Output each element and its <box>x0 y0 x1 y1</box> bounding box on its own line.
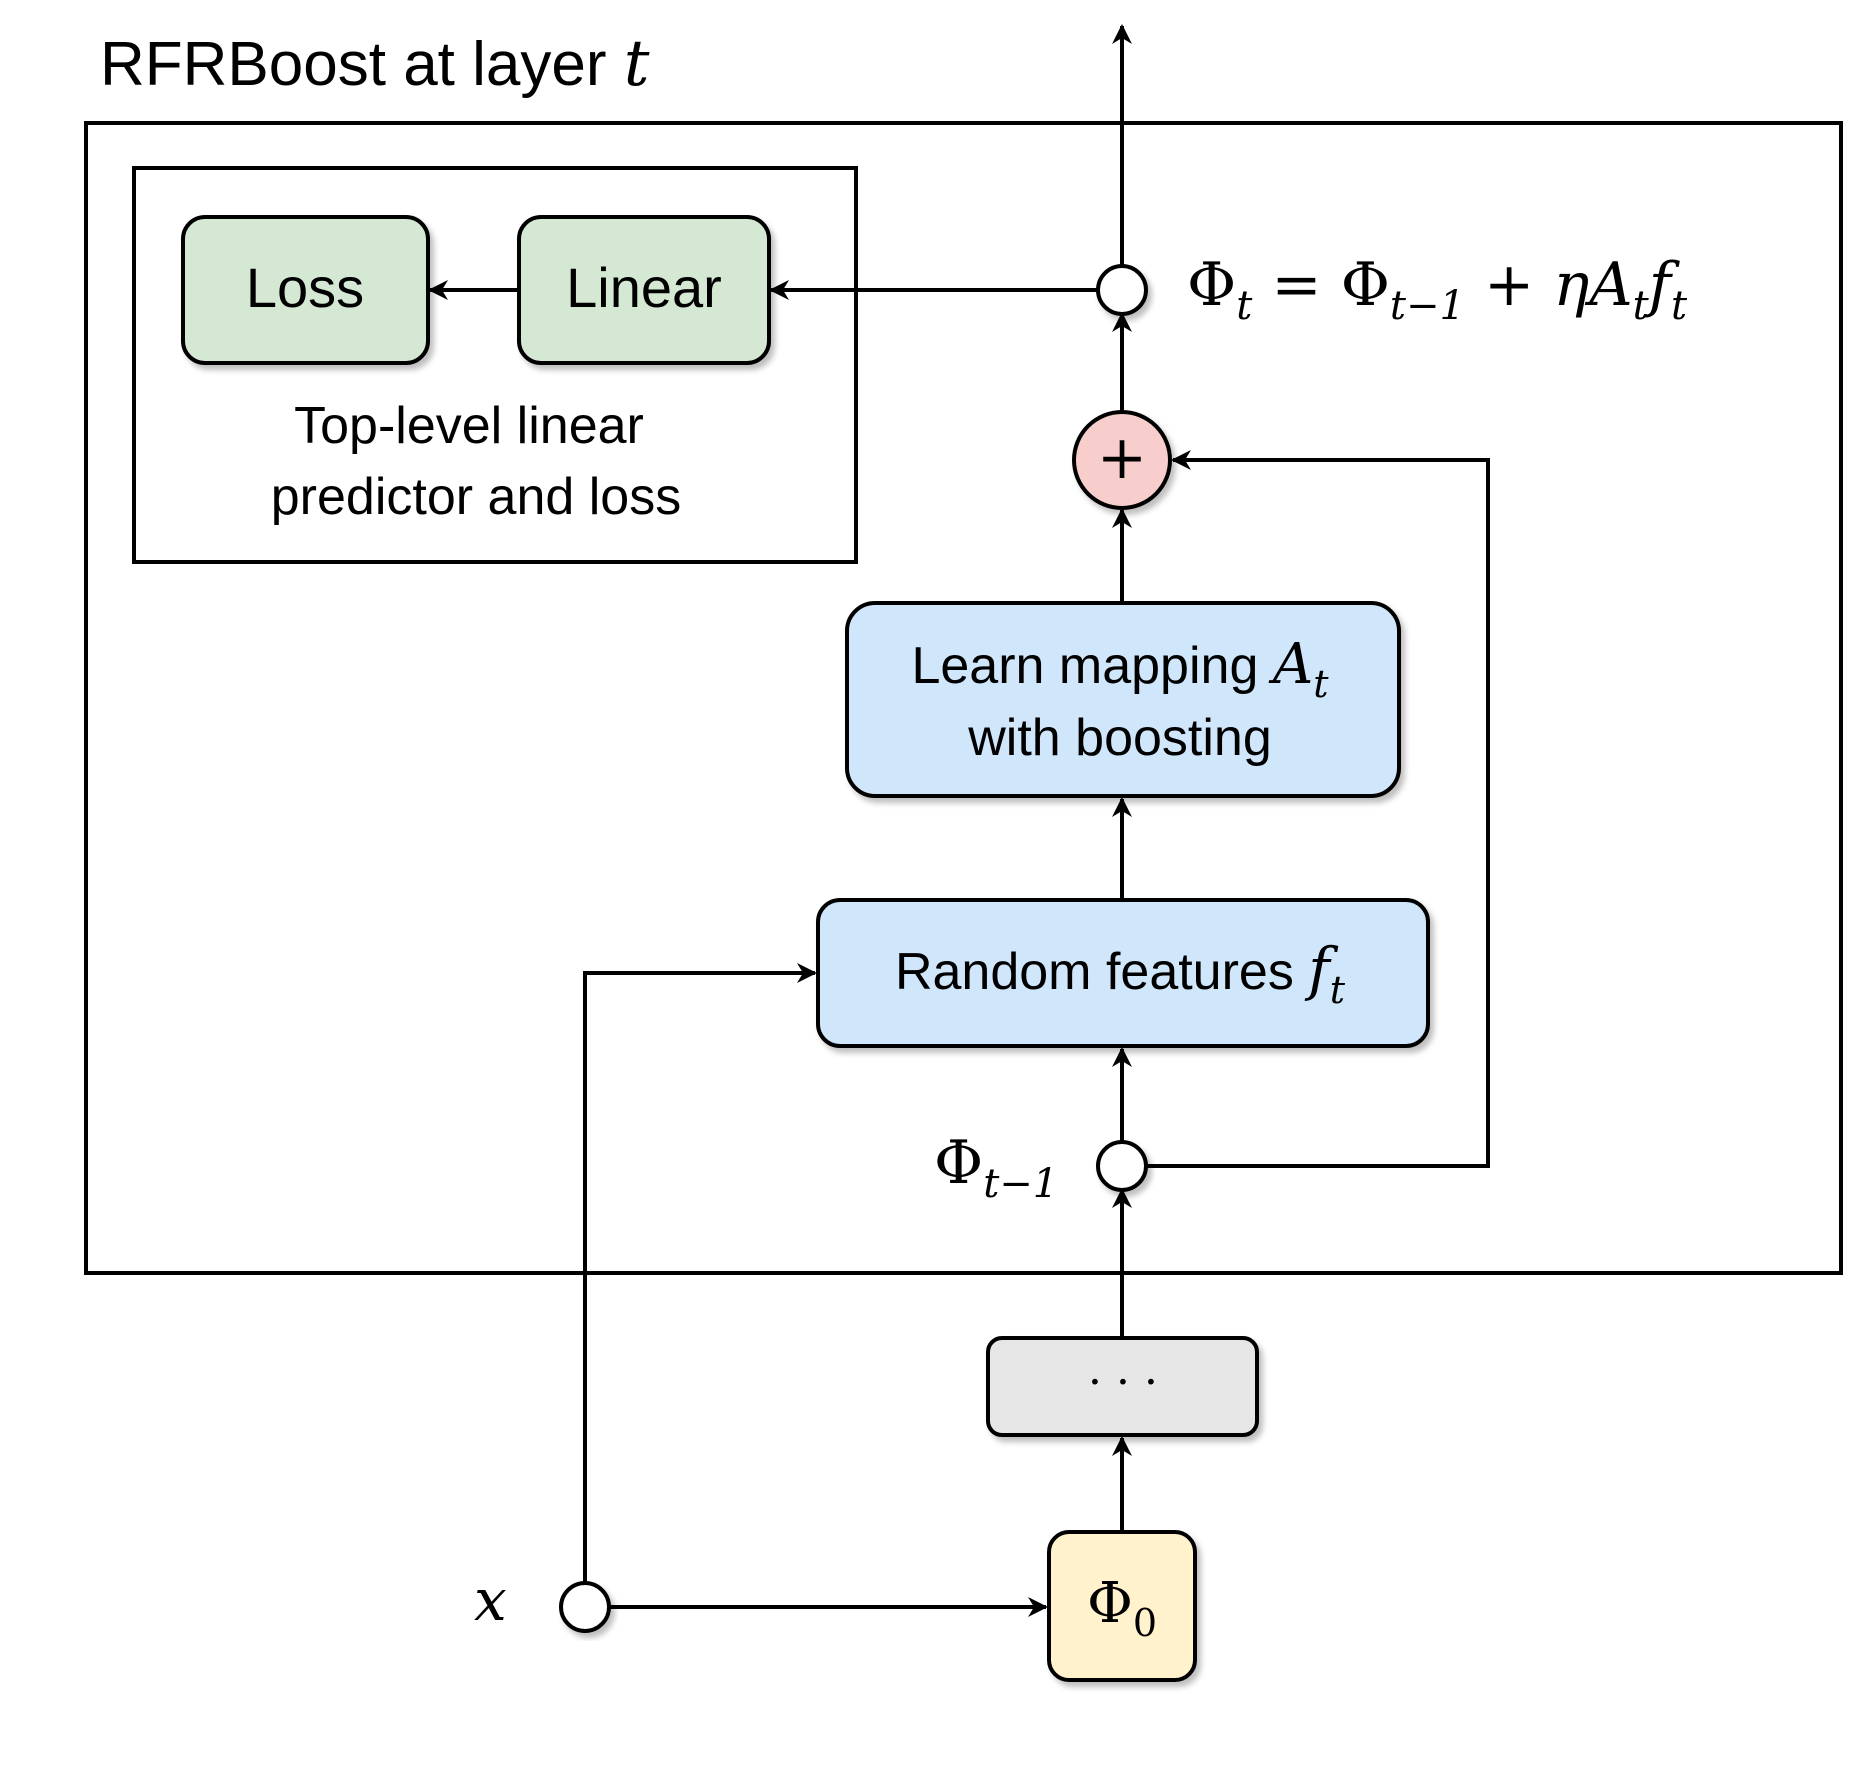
phi0-label: Φ0 <box>1087 1571 1157 1645</box>
sum-symbol: + <box>1097 423 1147 493</box>
update-equation: Φt = Φt−1 + ηAtft <box>1187 250 1688 329</box>
x-input-junction <box>559 1581 611 1633</box>
input-x-label: x <box>474 1566 507 1634</box>
learn-mapping-label-line2: with boosting <box>967 709 1272 767</box>
phi-prev-label: Φt−1 <box>934 1128 1058 1207</box>
predictor-caption-line2: predictor and loss <box>271 468 681 526</box>
random-features-label: Random features ft <box>895 935 1346 1012</box>
linear-label: Linear <box>566 256 722 319</box>
ellipsis-label: · · · <box>1088 1357 1158 1408</box>
phi-prev-junction <box>1096 1140 1148 1192</box>
learn-mapping-label-line1: Learn mapping At <box>911 632 1329 706</box>
loss-label: Loss <box>246 256 364 319</box>
edge-skip-connection <box>1146 450 1490 1168</box>
layer-frame <box>84 121 1843 1275</box>
edge-x-to-random-features <box>583 963 817 1583</box>
predictor-group-frame <box>132 166 858 564</box>
predictor-caption-line1: Top-level linear <box>294 397 644 455</box>
phi-t-junction <box>1096 264 1148 316</box>
diagram-title: RFRBoost at layer t <box>100 27 650 101</box>
